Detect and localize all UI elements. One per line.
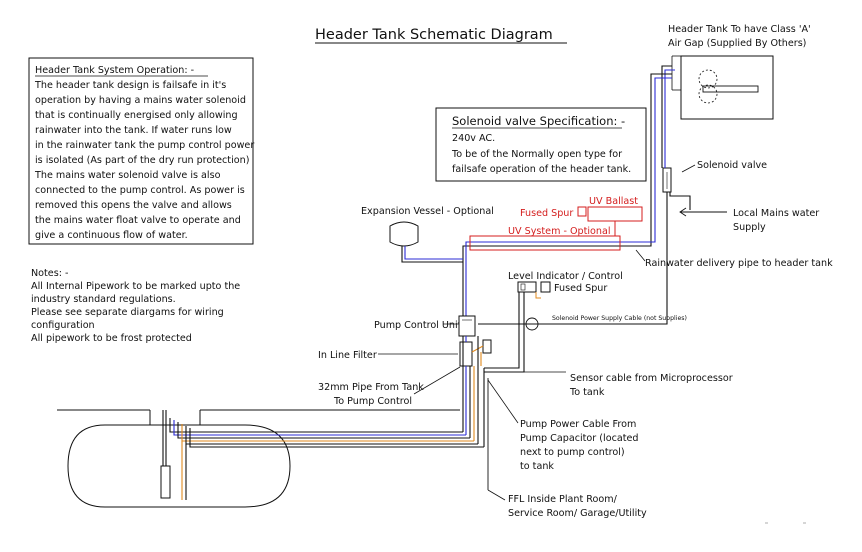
solenoid-spec-line: 240v AC. bbox=[452, 133, 495, 144]
operation-line: in the rainwater tank the pump control p… bbox=[35, 140, 254, 151]
header-tank-label: Air Gap (Supplied By Others) bbox=[668, 38, 806, 49]
operation-line: removed this opens the valve and allows bbox=[35, 200, 232, 211]
local-mains-label: Supply bbox=[733, 222, 766, 233]
diagram-title: Header Tank Schematic Diagram bbox=[315, 27, 553, 43]
uv-fused-spur-box bbox=[577, 206, 587, 217]
pump-power-label: to tank bbox=[520, 461, 554, 472]
sensor-cable-label: Sensor cable from Microprocessor bbox=[570, 373, 733, 384]
solenoid-spec-line: To be of the Normally open type for bbox=[451, 149, 622, 160]
rainwater-delivery-leader bbox=[635, 249, 646, 262]
tank-pipework bbox=[162, 410, 484, 500]
solenoid-power-cable bbox=[478, 317, 668, 331]
level-indicator-label: Level Indicator / Control bbox=[508, 271, 623, 282]
ffl-line bbox=[487, 378, 506, 501]
operation-line: operation by having a mains water soleno… bbox=[35, 95, 246, 106]
solenoid-spec-heading: Solenoid valve Specification: - bbox=[452, 114, 625, 128]
local-mains-label: Local Mains water bbox=[733, 208, 819, 219]
operation-line: The mains water solenoid valve is also bbox=[34, 170, 221, 181]
solenoid-spec-box bbox=[435, 107, 647, 182]
operation-line: the mains water float valve to operate a… bbox=[35, 215, 241, 226]
ground-line bbox=[57, 409, 460, 425]
pump-control-unit bbox=[458, 315, 476, 337]
notes-line: configuration bbox=[31, 320, 95, 331]
fused-spur-red-label: Fused Spur bbox=[520, 208, 573, 219]
expansion-vessel bbox=[389, 221, 463, 263]
uv-system-label: UV System - Optional bbox=[508, 226, 611, 237]
notes-line: industry standard regulations. bbox=[31, 294, 176, 305]
notes-line: All pipework to be frost protected bbox=[31, 333, 192, 344]
pipe-from-tank-label: To Pump Control bbox=[333, 396, 412, 407]
solenoid-cable-label: Solenoid Power Supply Cable (not Supplie… bbox=[552, 315, 687, 322]
uv-ballast-box bbox=[587, 206, 643, 222]
rainwater-delivery-label: Rainwater delivery pipe to header tank bbox=[645, 258, 833, 269]
rainwater-delivery-pipe bbox=[462, 73, 672, 316]
solenoid-valve-leader bbox=[681, 164, 696, 173]
expansion-vessel-label: Expansion Vessel - Optional bbox=[361, 206, 494, 217]
operation-line: The header tank design is failsafe in it… bbox=[34, 80, 226, 91]
header-tank-label: Header Tank To have Class 'A' bbox=[668, 24, 811, 35]
header-tank bbox=[671, 55, 774, 120]
pump-power-label: Pump Capacitor (located bbox=[520, 433, 638, 444]
solenoid-valve bbox=[662, 167, 672, 193]
pump-power-label: next to pump control) bbox=[520, 447, 625, 458]
mains-inlet-arrow bbox=[679, 207, 727, 217]
pump-power-leader bbox=[487, 379, 519, 424]
notes-line: Notes: - bbox=[31, 268, 68, 279]
solenoid-valve-label: Solenoid valve bbox=[697, 160, 767, 171]
pump-power-label: Pump Power Cable From bbox=[520, 419, 636, 430]
operation-heading: Header Tank System Operation: - bbox=[35, 65, 194, 76]
ffl-label: FFL Inside Plant Room/ bbox=[508, 494, 618, 505]
riser-pipework bbox=[462, 336, 485, 447]
sensor-cable-label: To tank bbox=[569, 387, 605, 398]
pipe-from-tank-label: 32mm Pipe From Tank bbox=[318, 382, 424, 393]
operation-line: give a continuous flow of water. bbox=[35, 230, 188, 241]
in-line-filter-label: In Line Filter bbox=[318, 350, 377, 361]
uv-system-box bbox=[469, 235, 621, 251]
solenoid-spec-line: failsafe operation of the header tank. bbox=[452, 164, 631, 175]
pipe-from-tank-leader bbox=[413, 366, 461, 395]
uv-ballast-label: UV Ballast bbox=[589, 196, 638, 207]
notes-line: Please see separate diargams for wiring bbox=[31, 307, 224, 318]
ffl-label: Service Room/ Garage/Utility bbox=[508, 508, 647, 519]
in-line-filter bbox=[459, 339, 492, 367]
operation-line: that is continually energised only allow… bbox=[35, 110, 238, 121]
operation-line: is isolated (As part of the dry run prot… bbox=[35, 155, 249, 166]
operation-box bbox=[28, 57, 254, 245]
mains-pipe bbox=[661, 65, 691, 320]
notes-line: All Internal Pipework to be marked upto … bbox=[31, 281, 240, 292]
rainwater-storage-tank bbox=[67, 424, 291, 508]
pump-control-label: Pump Control Unit bbox=[374, 320, 462, 331]
level-indicator-control bbox=[517, 281, 551, 299]
operation-line: connected to the pump control. As power … bbox=[35, 185, 245, 196]
operation-line: rainwater into the tank. If water runs l… bbox=[35, 125, 232, 136]
sensor-cable bbox=[484, 292, 566, 373]
fused-spur-label: Fused Spur bbox=[554, 283, 607, 294]
